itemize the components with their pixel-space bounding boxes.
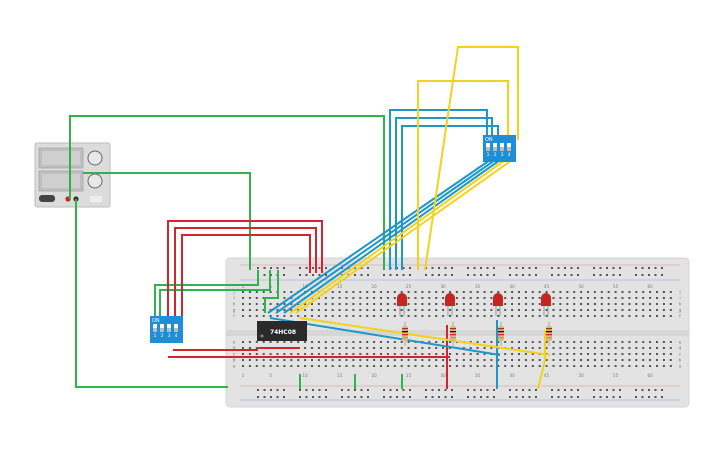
row-letter: b <box>233 358 236 363</box>
yellow-wires[interactable] <box>289 46 551 390</box>
column-number: 25 <box>406 284 412 289</box>
dip-position-label: 4 <box>175 333 178 339</box>
column-number: 50 <box>579 284 585 289</box>
resistor-icon[interactable] <box>498 322 504 346</box>
row-letter: c <box>233 352 235 357</box>
column-number: 55 <box>613 284 619 289</box>
dip-switch-left-on-label: ON <box>152 318 160 324</box>
led-icon[interactable] <box>541 293 551 316</box>
column-number: 15 <box>337 373 343 378</box>
column-number: 40 <box>510 284 516 289</box>
row-letter: a <box>233 364 236 369</box>
row-letter: j <box>232 290 234 295</box>
row-letter: g <box>679 308 682 313</box>
ic-chip-icon[interactable]: 74HC08 <box>257 321 307 341</box>
dip-position-label: 2 <box>494 152 497 158</box>
column-number: 30 <box>441 373 447 378</box>
led-icon[interactable] <box>397 293 407 316</box>
column-number: 35 <box>475 284 481 289</box>
column-number: 40 <box>510 373 516 378</box>
row-letter: b <box>679 358 682 363</box>
dip-position-label: 1 <box>487 152 490 158</box>
row-letter: f <box>233 314 235 319</box>
column-number: 60 <box>648 373 654 378</box>
row-letter: i <box>233 296 234 301</box>
row-letter: h <box>233 302 236 307</box>
dip-position-label: 1 <box>154 333 157 339</box>
red-wires[interactable] <box>167 220 450 389</box>
knob-icon[interactable] <box>87 150 103 166</box>
row-letter: j <box>678 290 680 295</box>
dip-position-label: 3 <box>168 333 171 339</box>
resistor-icon[interactable] <box>402 322 408 346</box>
chip-label: 74HC08 <box>270 329 296 336</box>
column-number: 20 <box>372 284 378 289</box>
column-number: 20 <box>372 373 378 378</box>
dip-position-label: 4 <box>508 152 511 158</box>
row-letter: d <box>233 346 236 351</box>
row-letter: d <box>679 346 682 351</box>
row-letter: f <box>679 314 681 319</box>
row-letter: g <box>233 308 236 313</box>
column-number: 50 <box>579 373 585 378</box>
dip-switch-right-on-label: ON <box>485 137 493 143</box>
blue-wires[interactable] <box>267 109 501 389</box>
row-letter: i <box>679 296 680 301</box>
resistor-icon[interactable] <box>546 322 552 346</box>
leds[interactable] <box>397 293 552 346</box>
row-letter: c <box>679 352 681 357</box>
column-number: 60 <box>648 284 654 289</box>
column-number: 30 <box>441 284 447 289</box>
power-supply-icon[interactable] <box>34 142 111 208</box>
column-number: 5 <box>269 373 272 378</box>
column-number: 35 <box>475 373 481 378</box>
row-letter: h <box>679 302 682 307</box>
knob-icon[interactable] <box>87 173 103 189</box>
column-number: 45 <box>544 284 550 289</box>
column-number: 10 <box>303 373 309 378</box>
led-icon[interactable] <box>493 293 503 316</box>
column-number: 1 <box>242 284 245 289</box>
column-number: 1 <box>242 373 245 378</box>
dip-position-label: 3 <box>501 152 504 158</box>
dip-position-label: 2 <box>161 333 164 339</box>
column-number: 25 <box>406 373 412 378</box>
column-number: 45 <box>544 373 550 378</box>
row-letter: e <box>233 340 236 345</box>
resistor-icon[interactable] <box>450 322 456 346</box>
led-icon[interactable] <box>445 293 455 316</box>
row-letter: a <box>679 364 682 369</box>
column-number: 15 <box>337 284 343 289</box>
column-number: 55 <box>613 373 619 378</box>
row-letter: e <box>679 340 682 345</box>
